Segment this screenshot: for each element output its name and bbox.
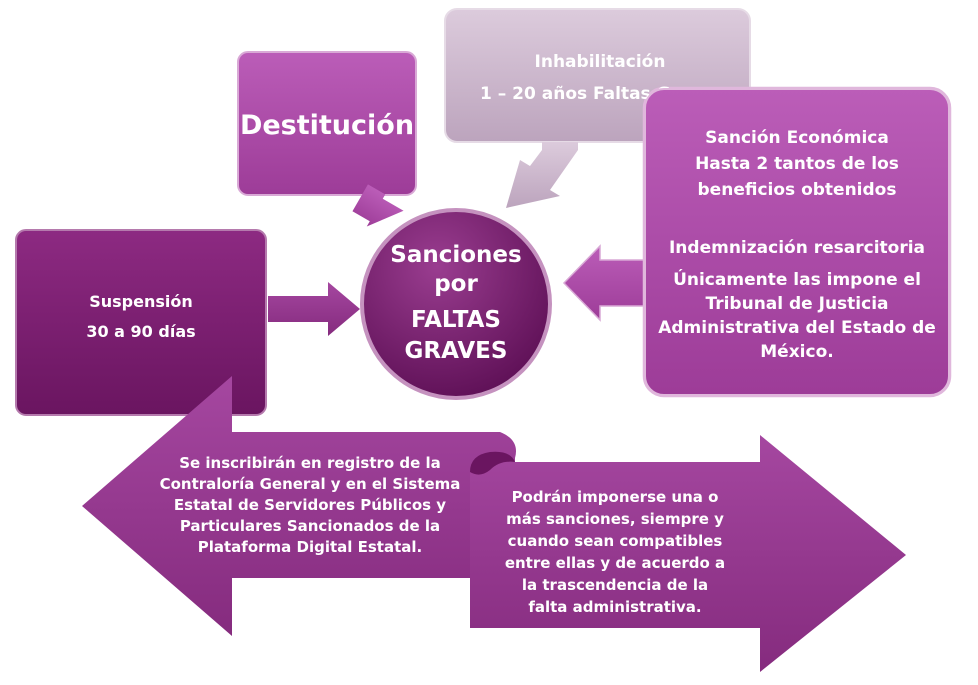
suspension-arrow	[268, 282, 360, 336]
compatibles-line5: la trascendencia de la	[521, 576, 709, 594]
suspension-box	[15, 229, 267, 416]
ribbon-curl	[470, 451, 515, 475]
tribunal-line3: Administrativa del Estado de	[658, 318, 936, 338]
center-circle	[360, 208, 552, 400]
compatibles-arrow	[470, 435, 906, 672]
destitucion-box	[237, 51, 417, 196]
compatibles-line6: falta administrativa.	[528, 598, 702, 616]
center-line3: FALTAS	[411, 307, 501, 333]
inhabilitacion-arrow	[506, 142, 578, 208]
registro-line4: Particulares Sancionados de la	[179, 517, 441, 535]
compatibles-line1: Podrán imponerse una o	[511, 488, 719, 506]
registro-line3: Estatal de Servidores Públicos y	[173, 496, 447, 514]
sancion-line3: beneficios obtenidos	[697, 180, 897, 200]
destitucion-arrow	[352, 184, 404, 227]
suspension-title: Suspensión	[89, 292, 193, 311]
suspension-detail: 30 a 90 días	[86, 322, 196, 341]
center-line1: Sanciones	[390, 242, 522, 268]
registro-line2: Contraloría General y en el Sistema	[159, 475, 461, 493]
tribunal-line1: Únicamente las impone el	[673, 270, 921, 290]
center-line4: GRAVES	[404, 338, 508, 364]
compatibles-line3: cuando sean compatibles	[507, 532, 723, 550]
compatibles-line2: más sanciones, siempre y	[506, 510, 724, 528]
sancion-line1: Sanción Económica	[705, 128, 889, 148]
sancion-economica-overlay	[644, 88, 950, 396]
tribunal-line4: México.	[760, 342, 834, 362]
compatibles-line4: entre ellas y de acuerdo a	[504, 554, 726, 572]
sancion-line2: Hasta 2 tantos de los	[695, 154, 899, 174]
registro-arrow	[82, 376, 516, 636]
destitucion-label: Destitución	[239, 110, 415, 141]
indemnizacion-label: Indemnización resarcitoria	[668, 238, 926, 258]
registro-line5: Plataforma Digital Estatal.	[197, 538, 423, 556]
registro-line1: Se inscribirán en registro de la	[179, 454, 441, 472]
inhabilitacion-title: Inhabilitación	[534, 52, 666, 72]
center-line2: por	[434, 271, 478, 297]
tribunal-line2: Tribunal de Justicia	[705, 294, 889, 314]
